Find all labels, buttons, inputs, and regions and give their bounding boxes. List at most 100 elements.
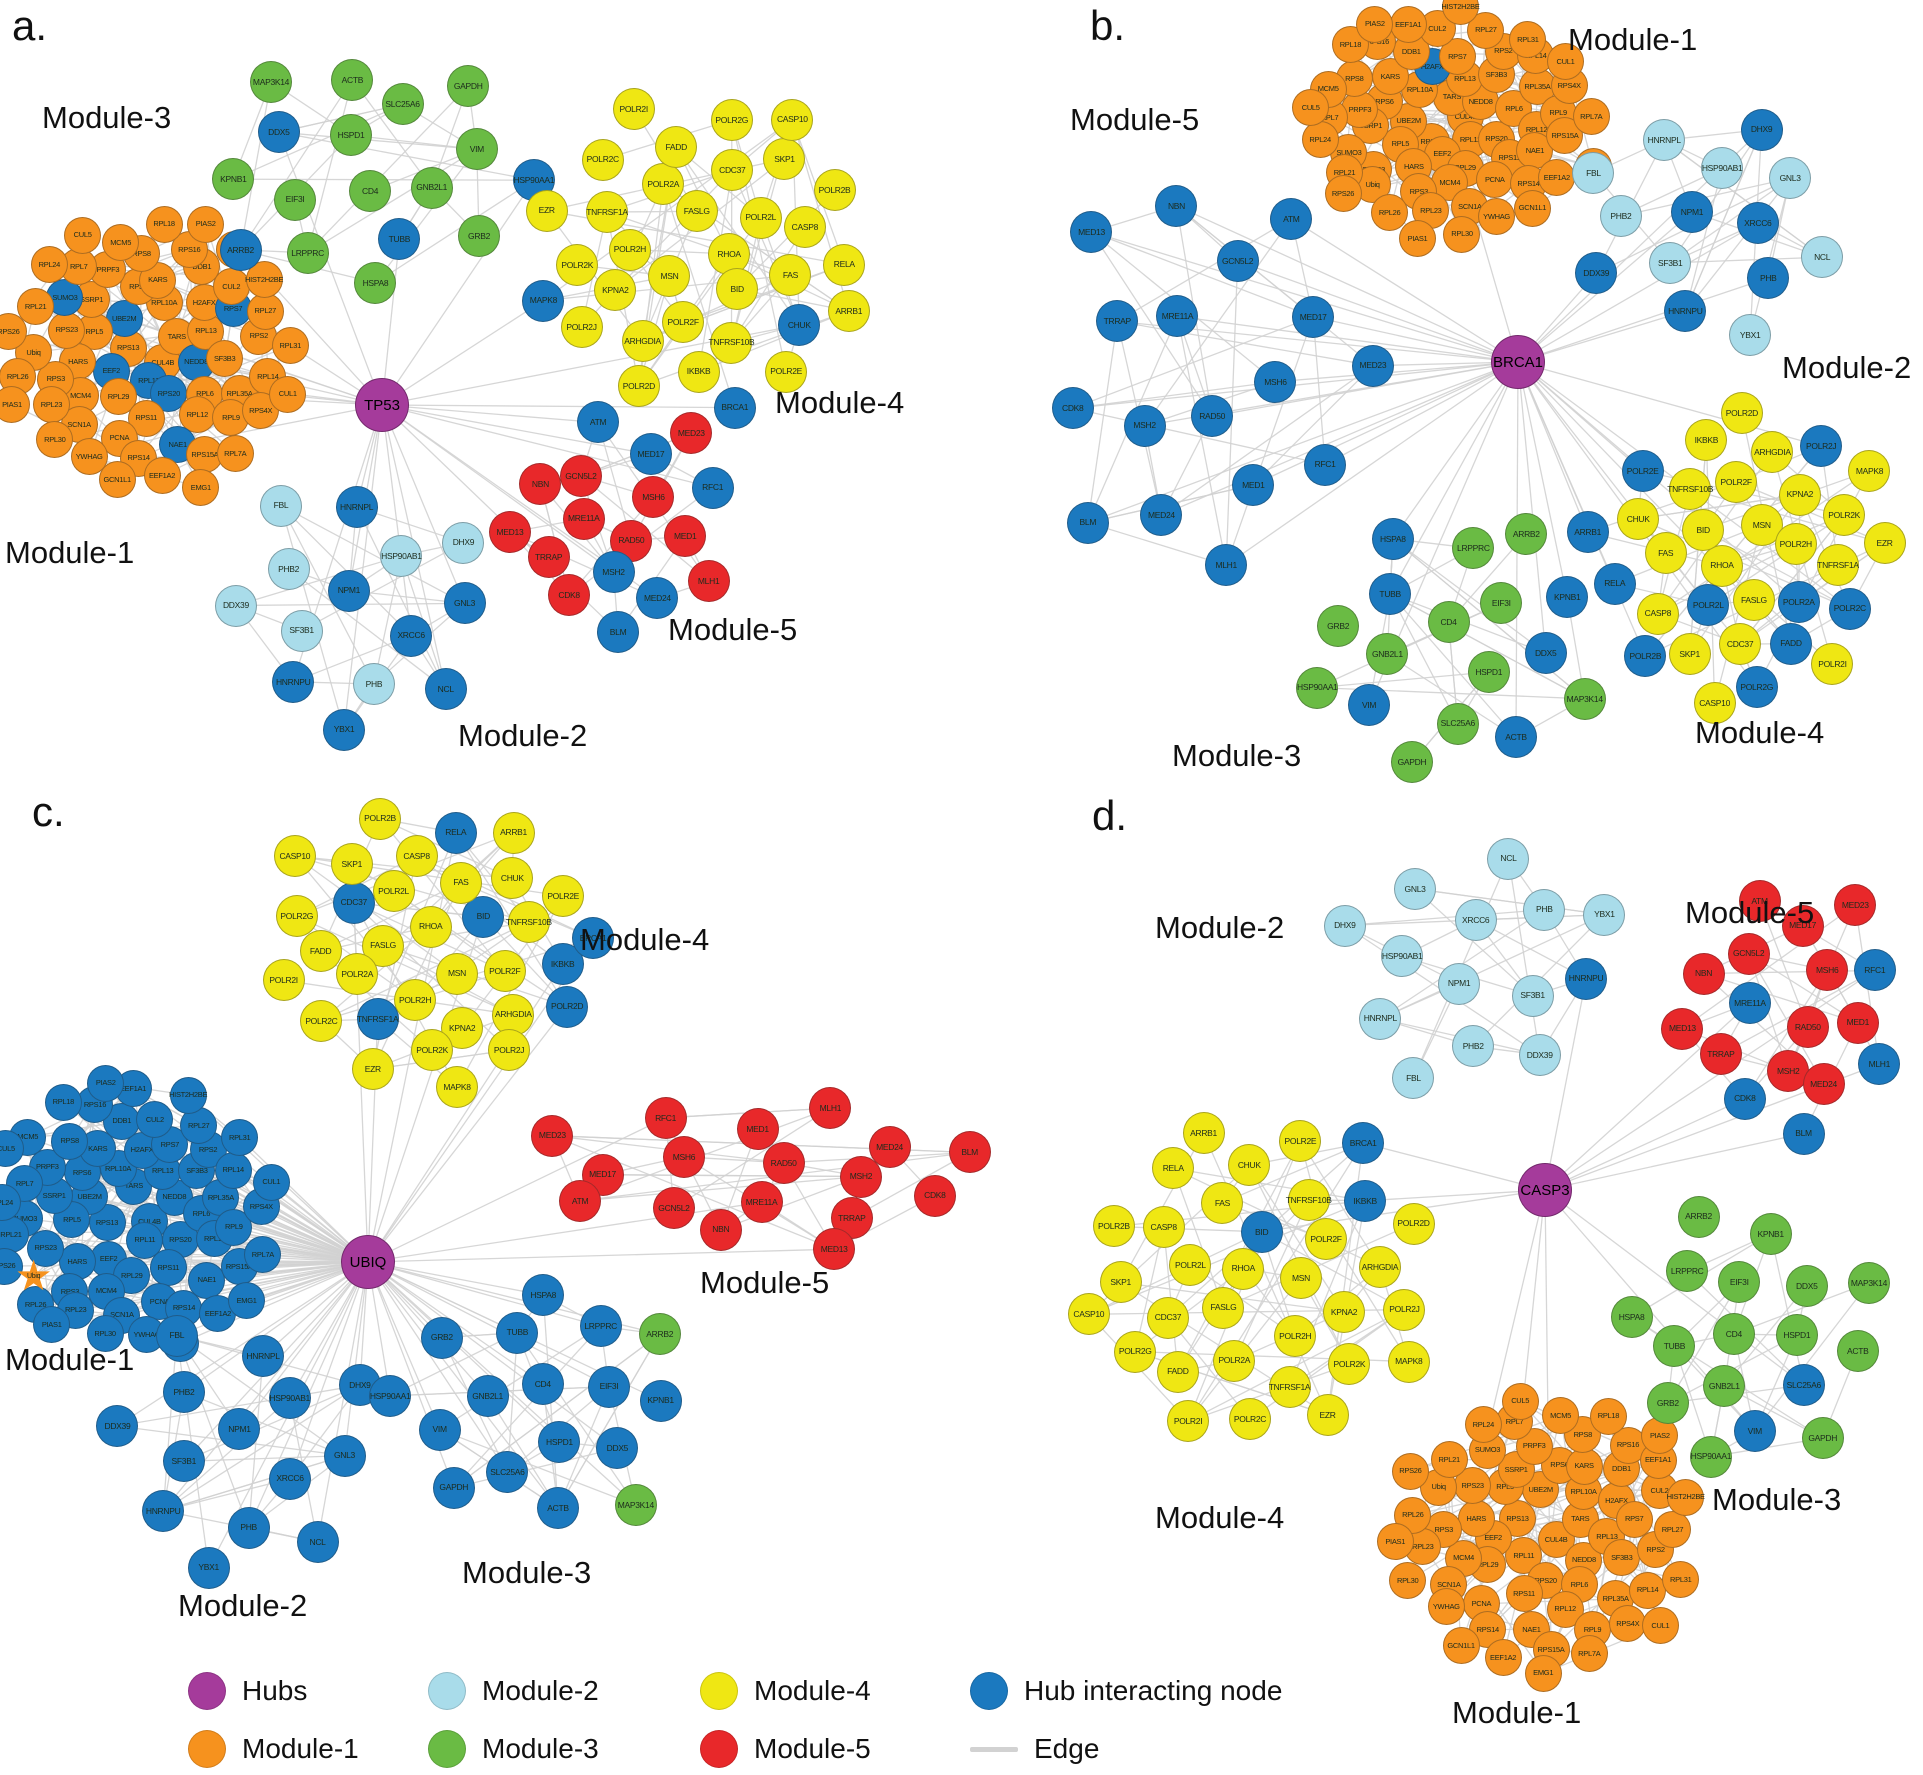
node-polr2g: POLR2G (275, 895, 318, 938)
node-cdc37: CDC37 (332, 881, 375, 924)
node-rps26: RPS26 (0, 312, 27, 350)
node-msh6: MSH6 (663, 1135, 705, 1178)
node-hspa8: HSPA8 (354, 261, 397, 304)
node-ddx39: DDX39 (96, 1405, 139, 1447)
node-xrcc6: XRCC6 (1454, 898, 1497, 941)
node-hspd1: HSPD1 (1775, 1314, 1818, 1357)
node-rpl7a: RPL7A (1570, 1634, 1608, 1672)
edge (1324, 361, 1519, 466)
edge (1414, 888, 1534, 997)
node-nbn: NBN (519, 463, 562, 506)
node-arrb1: ARRB1 (1566, 511, 1609, 554)
legend-label: Module-5 (754, 1733, 871, 1764)
node-fas: FAS (769, 254, 812, 297)
node-rps11: RPS11 (149, 1248, 187, 1286)
node-med23: MED23 (670, 412, 713, 455)
node-polr2l: POLR2L (739, 196, 782, 239)
node-polr2j: POLR2J (1383, 1288, 1426, 1331)
node-gnb2l1: GNB2L1 (410, 166, 453, 209)
node-kars: KARS (1565, 1447, 1603, 1485)
node-mcm5: MCM5 (102, 223, 140, 261)
node-eif3i: EIF3I (1480, 582, 1523, 625)
node-mapk8: MAPK8 (1848, 449, 1891, 492)
node-tnfrsf1a: TNFRSF1A (1816, 544, 1859, 587)
node-polr2f: POLR2F (1715, 460, 1758, 503)
node-polr2h: POLR2H (1774, 523, 1817, 566)
edge (1721, 565, 1833, 665)
node-rps23: RPS23 (48, 311, 86, 349)
module-label-module1: Module-1 (5, 535, 135, 570)
node-polr2k: POLR2K (411, 1029, 454, 1072)
node-casp8: CASP8 (1636, 592, 1679, 635)
node-arhgdia: ARHGDIA (621, 319, 664, 362)
node-rps7: RPS7 (1438, 38, 1476, 76)
edge (1313, 316, 1519, 363)
edge (1176, 316, 1227, 566)
edge (1312, 316, 1326, 465)
edge (381, 404, 599, 424)
node-blm: BLM (948, 1131, 991, 1174)
edge (1445, 1189, 1546, 1607)
node-atm: ATM (1270, 197, 1313, 240)
edge (1237, 260, 1519, 363)
edge (1517, 361, 1589, 533)
node-polr2a: POLR2A (336, 952, 379, 995)
node-polr2h: POLR2H (1274, 1314, 1317, 1357)
node-sf3b1: SF3B1 (1511, 974, 1554, 1017)
node-xrcc6: XRCC6 (390, 614, 433, 657)
node-msn: MSN (648, 255, 691, 298)
node-rhoa: RHOA (708, 232, 751, 275)
edge (1517, 222, 1759, 363)
node-dhx9: DHX9 (1323, 904, 1366, 947)
node-arrb1: ARRB1 (492, 811, 535, 854)
node-phb: PHB (227, 1506, 270, 1549)
node-ezr: EZR (1306, 1393, 1349, 1436)
edge (1317, 602, 1502, 689)
hub-node-casp3: CASP3 (1518, 1163, 1572, 1217)
node-gcn5l2: GCN5L2 (1216, 239, 1259, 282)
edge (381, 179, 535, 406)
node-skp1: SKP1 (1099, 1261, 1142, 1304)
node-med13: MED13 (813, 1228, 856, 1271)
edge (1614, 524, 1762, 585)
edge (301, 542, 464, 632)
node-mre11a: MRE11A (562, 497, 605, 540)
node-hsp90ab1: HSP90AB1 (268, 1377, 311, 1420)
node-rpl31: RPL31 (1509, 21, 1547, 59)
node-kpna2: KPNA2 (594, 269, 637, 312)
node-casp10: CASP10 (1067, 1293, 1110, 1336)
module-label-module1: Module-1 (1452, 1695, 1582, 1730)
node-casp8: CASP8 (783, 206, 826, 249)
node-rps7: RPS7 (1615, 1500, 1653, 1538)
edge (381, 404, 466, 604)
edge (736, 189, 835, 290)
node-casp10: CASP10 (273, 835, 316, 878)
node-gcn5l2: GCN5L2 (559, 454, 602, 497)
edge (1091, 231, 1314, 318)
edge (381, 404, 735, 409)
node-rhoa: RHOA (1700, 544, 1743, 587)
edge (307, 148, 478, 254)
edge (1389, 593, 1586, 700)
edge (248, 1356, 264, 1528)
edge (183, 1384, 361, 1462)
module-label-module4: Module-4 (1155, 1500, 1285, 1535)
module-label-module1: Module-1 (5, 1342, 135, 1377)
node-rpl11: RPL11 (1505, 1537, 1543, 1575)
legend-label: Hub interacting node (1024, 1675, 1283, 1706)
node-skp1: SKP1 (330, 843, 373, 886)
edge (1517, 361, 1646, 657)
node-hspd1: HSPD1 (538, 1420, 581, 1463)
node-lrpprc: LRPPRC (1452, 527, 1495, 570)
legend-item-hub-interacting-node: Hub interacting node (970, 1672, 1282, 1710)
node-ybx1: YBX1 (1729, 314, 1772, 357)
legend-color-swatch (970, 1672, 1008, 1710)
node-polr2c: POLR2C (300, 999, 343, 1042)
node-gnl3: GNL3 (323, 1434, 366, 1477)
node-phb: PHB (352, 662, 395, 705)
node-ddx5: DDX5 (257, 111, 300, 154)
node-polr2d: POLR2D (617, 365, 660, 408)
node-polr2i: POLR2I (1167, 1400, 1210, 1443)
node-kpnb1: KPNB1 (1749, 1212, 1792, 1255)
node-polr2b: POLR2B (1092, 1205, 1135, 1248)
